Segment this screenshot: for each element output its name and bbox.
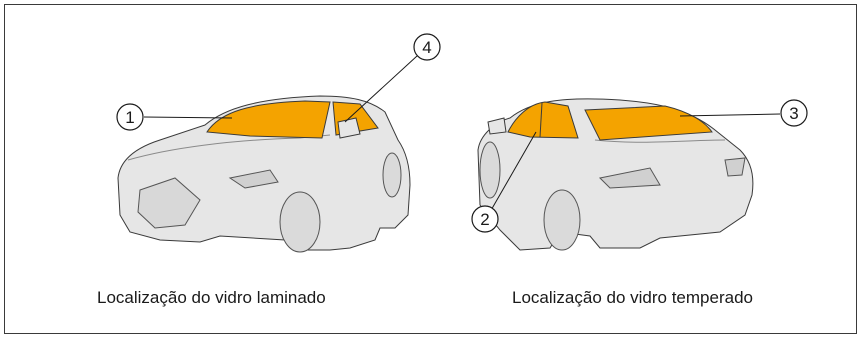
callout-1: 1: [116, 103, 233, 131]
callout-number-1: 1: [125, 108, 134, 127]
front-view-car: [117, 95, 411, 253]
callout-3: 3: [679, 99, 808, 127]
callout-4: 4: [344, 33, 441, 123]
rear-window-glass: [584, 105, 713, 141]
callout-2: 2: [471, 131, 537, 233]
rear-view-car: [477, 98, 754, 251]
callout-number-2: 2: [480, 210, 489, 229]
front-windshield-glass: [206, 100, 331, 139]
callout-number-4: 4: [422, 38, 431, 57]
rear-side-window-glass: [507, 101, 579, 139]
callout-number-3: 3: [789, 104, 798, 123]
tempered-glass-caption: Localização do vidro temperado: [512, 288, 753, 307]
laminated-glass-caption: Localização do vidro laminado: [97, 288, 326, 307]
